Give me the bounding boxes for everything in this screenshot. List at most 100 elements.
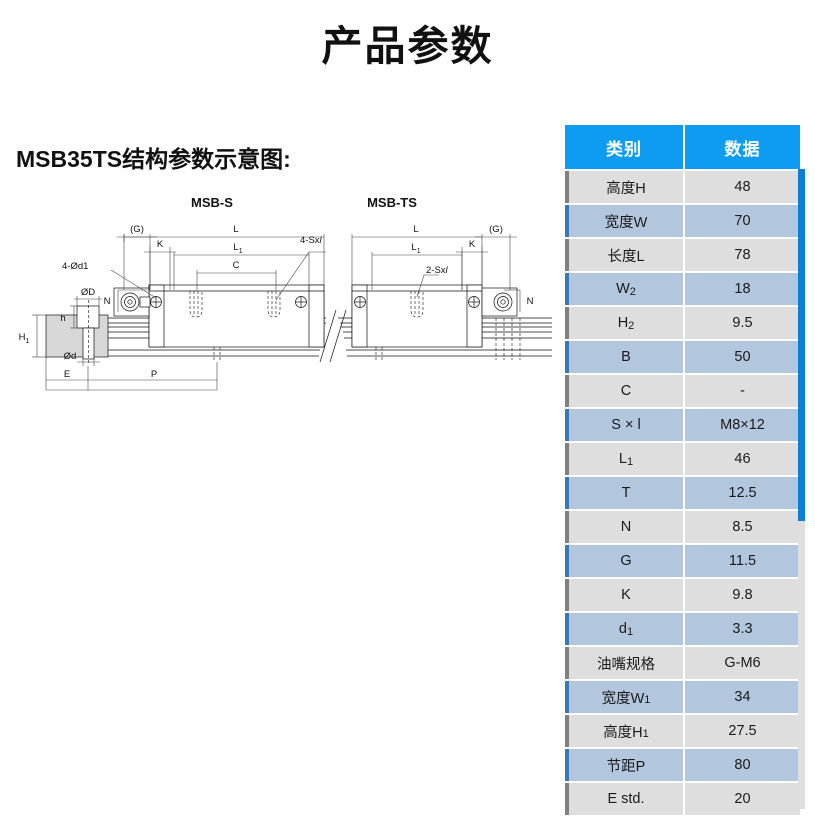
dim-g-right: (G) xyxy=(475,224,517,290)
dim-l-left: L xyxy=(123,224,325,290)
table-row: 宽度W 70 xyxy=(565,205,800,237)
table-row: G 11.5 xyxy=(565,545,800,577)
dim-label-n-left: N xyxy=(104,296,111,307)
table-cell-category: S × l xyxy=(611,417,641,433)
annotation-label-2-sxl: 2-Sxl xyxy=(426,265,449,276)
annotation-4-sxl: 4-Sxl xyxy=(275,235,326,301)
dim-label-n-right: N xyxy=(527,296,534,307)
annotation-label-4-od1: 4-Ød1 xyxy=(62,261,88,272)
table-row: N 8.5 xyxy=(565,511,800,543)
dim-label-k-left: K xyxy=(157,239,164,250)
table-cell-category: 宽度W xyxy=(604,214,648,231)
table-cell-category: 高度H xyxy=(606,180,646,197)
dim-label-h1: H1 xyxy=(19,332,30,345)
scrollbar-thumb[interactable] xyxy=(798,169,805,521)
table-cell-value: 8.5 xyxy=(683,511,800,543)
dim-l-right: L xyxy=(351,224,482,290)
table-cell-value: 20 xyxy=(683,783,800,815)
rail-break-symbol xyxy=(319,309,347,363)
table-cell-value: 50 xyxy=(683,341,800,373)
table-cell-value: 78 xyxy=(683,239,800,271)
dim-label-l-left: L xyxy=(233,224,238,235)
table-row: E std. 20 xyxy=(565,783,800,815)
table-cell-value: 9.5 xyxy=(683,307,800,339)
structure-parameter-diagram: MSB-S MSB-TS xyxy=(4,190,552,405)
table-cell-value: 80 xyxy=(683,749,800,781)
carriage-block-msb-s xyxy=(148,284,325,362)
dim-small-d: Ød xyxy=(64,351,100,366)
table-cell-value: 11.5 xyxy=(683,545,800,577)
section-heading: MSB35TS结构参数示意图: xyxy=(16,146,291,172)
dim-label-big-d: ØD xyxy=(81,287,95,298)
dim-label-l-right: L xyxy=(413,224,418,235)
dim-p: P xyxy=(88,362,218,390)
table-cell-value: 46 xyxy=(683,443,800,475)
dim-h: h xyxy=(60,305,80,329)
table-row: S × l M8×12 xyxy=(565,409,800,441)
table-cell-value: 12.5 xyxy=(683,477,800,509)
dim-e: E xyxy=(45,357,89,390)
table-cell-category: G xyxy=(620,553,632,569)
rail-end-section xyxy=(45,300,109,365)
dim-l1-left: L1 xyxy=(173,242,310,290)
dim-k-left: K xyxy=(144,239,176,290)
dim-label-l1-left: L1 xyxy=(233,242,242,255)
table-cell-category: N xyxy=(620,519,632,535)
annotation-2-sxl: 2-Sxl xyxy=(416,265,449,298)
table-header-category: 类别 xyxy=(606,139,642,159)
table-cell-value: 27.5 xyxy=(683,715,800,747)
table-cell-value: 70 xyxy=(683,205,800,237)
dim-label-g-left: (G) xyxy=(130,224,144,235)
table-cell-category: T xyxy=(621,485,631,501)
dim-label-p: P xyxy=(151,369,157,380)
annotation-4-od1: 4-Ød1 xyxy=(62,261,157,299)
diagram-label-msb-ts: MSB-TS xyxy=(367,195,417,210)
dim-big-d: ØD xyxy=(74,287,102,308)
table-cell-category: B xyxy=(621,349,631,365)
table-row: C- xyxy=(565,375,800,407)
dim-label-k-right: K xyxy=(469,239,476,250)
dim-g-left: (G) xyxy=(117,224,157,290)
table-cell-category: E std. xyxy=(607,791,645,807)
table-cell-value: M8×12 xyxy=(683,409,800,441)
table-cell-value: 48 xyxy=(683,171,800,203)
table-cell-category: 油嘴规格 xyxy=(597,656,655,673)
dim-k-right: K xyxy=(456,239,488,290)
rail-right-pins xyxy=(495,318,521,360)
table-cell-value: 9.8 xyxy=(683,579,800,611)
table-cell-value: 18 xyxy=(683,273,800,305)
dim-label-small-d: Ød xyxy=(64,351,77,362)
mounting-bolt-msb-ts-right xyxy=(468,296,480,308)
dim-label-h: h xyxy=(60,313,65,324)
dim-label-g-right: (G) xyxy=(489,224,503,235)
table-header-data: 数据 xyxy=(683,125,800,169)
table-cell-value: - xyxy=(683,375,800,407)
annotation-label-4-sxl: 4-Sxl xyxy=(300,235,323,246)
table-cell-value: G-M6 xyxy=(683,647,800,679)
grease-nipple-left xyxy=(113,287,162,317)
table-cell-category: C xyxy=(620,383,632,399)
dim-h1: H1 xyxy=(19,314,48,358)
dim-n-right: N xyxy=(504,289,534,312)
dim-n-left: N xyxy=(104,289,149,312)
table-cell-value: 34 xyxy=(683,681,800,713)
table-row: 高度H 48 xyxy=(565,171,800,203)
table-header-row: 类别 数据 xyxy=(565,125,800,169)
table-row: B 50 xyxy=(565,341,800,373)
mounting-bolt-msb-ts-left xyxy=(354,296,366,308)
